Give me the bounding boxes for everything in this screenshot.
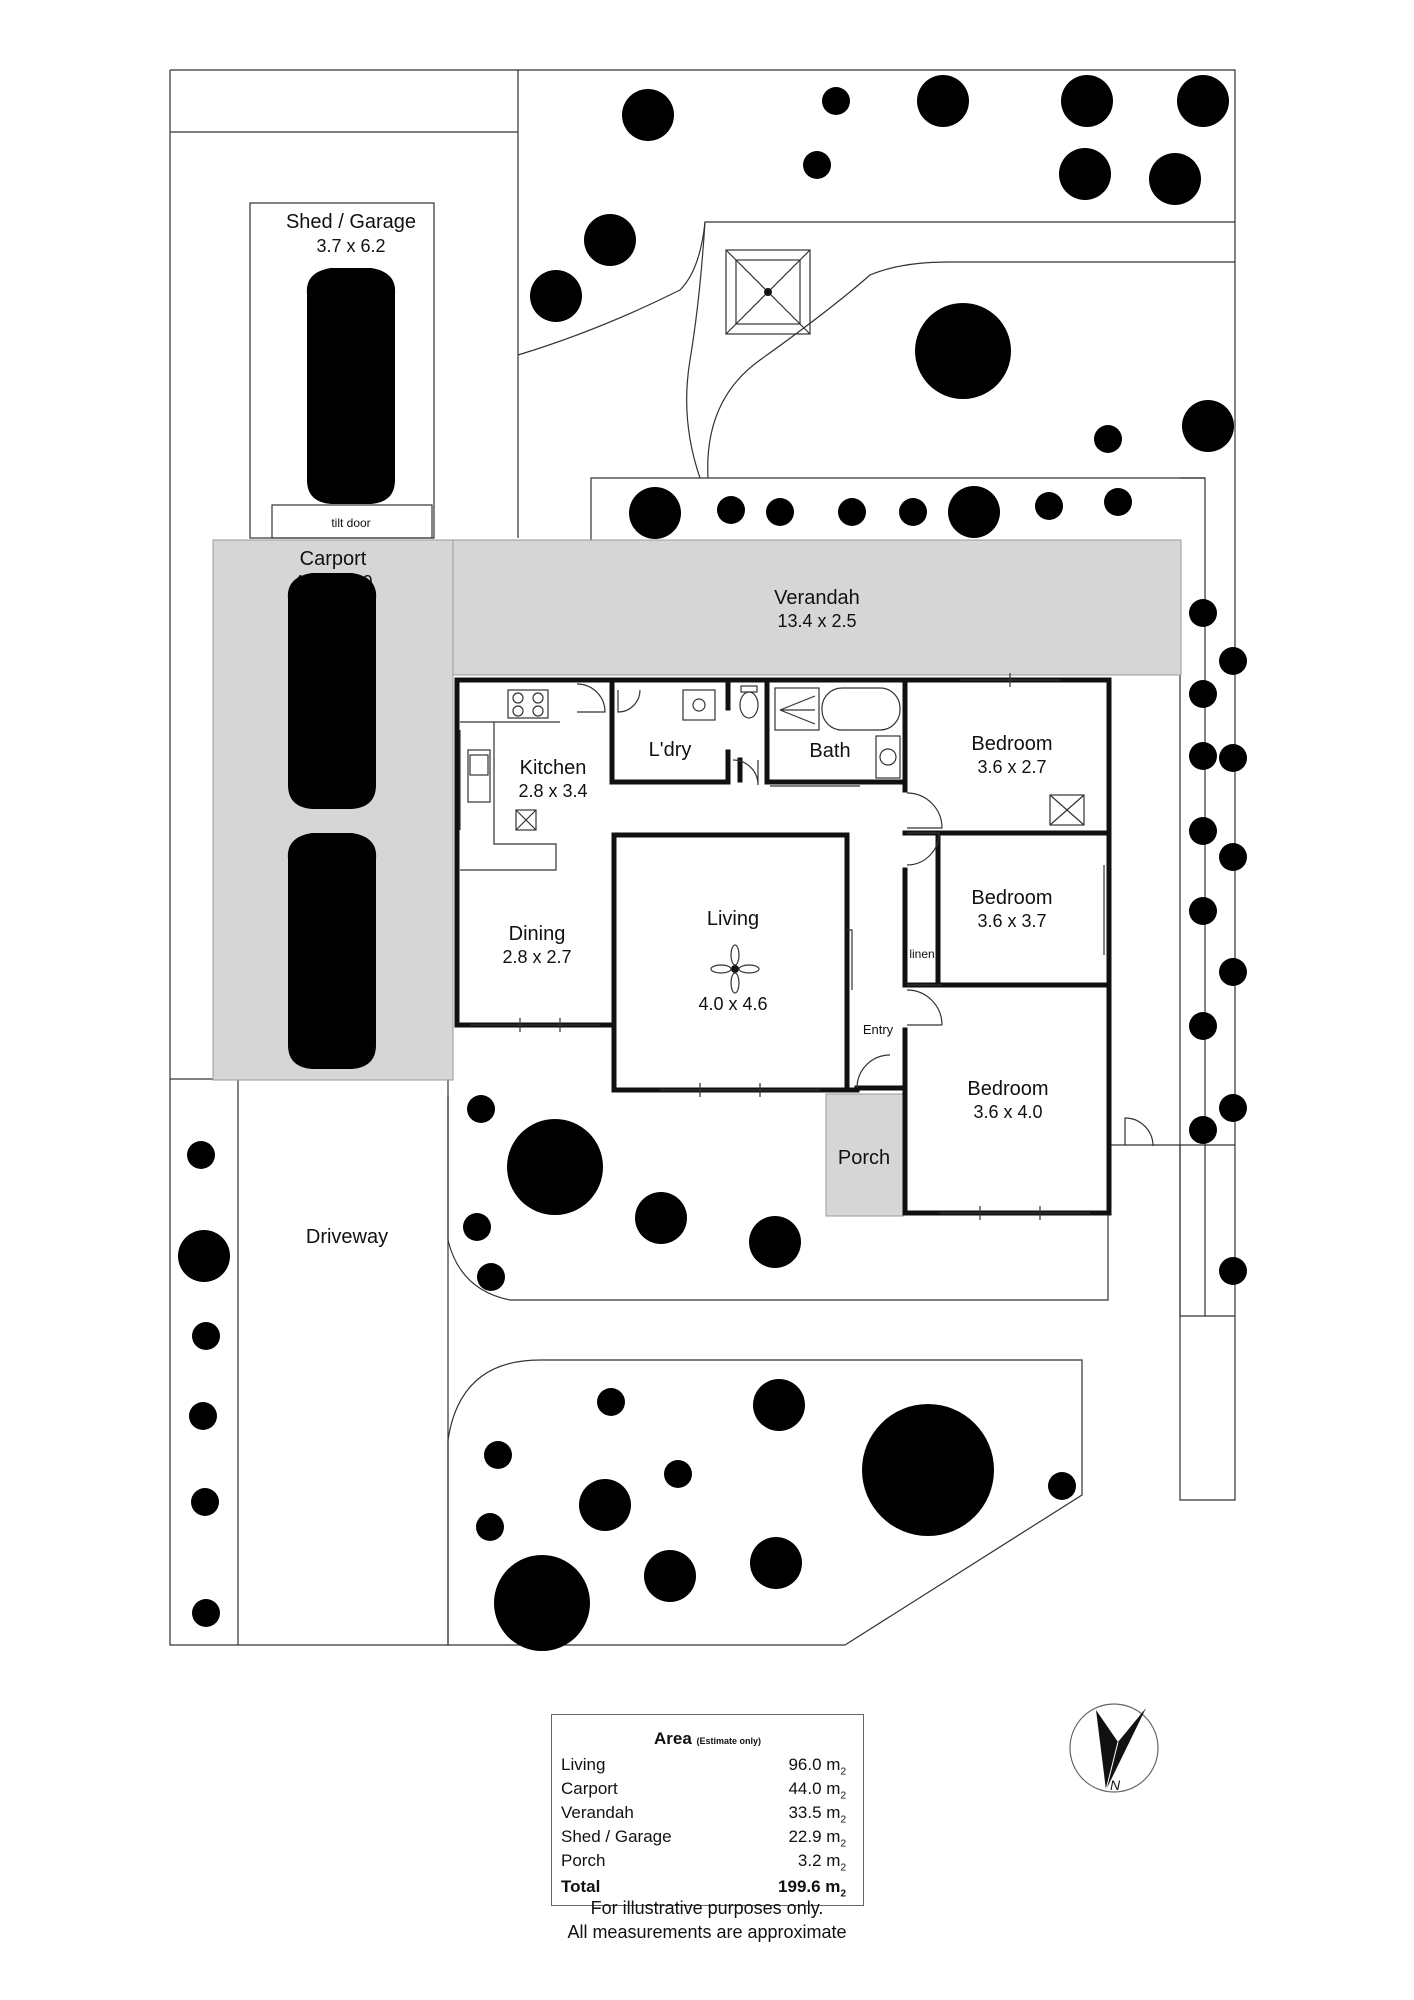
- legend-row-value: 22.9 m2: [788, 1827, 846, 1850]
- disclaimer: For illustrative purposes only. All meas…: [520, 1896, 894, 1944]
- shed-garage: Shed / Garage 3.7 x 6.2 tilt door: [249, 202, 435, 539]
- legend-row-value: 44.0 m2: [788, 1779, 846, 1802]
- porch-area: [825, 1093, 904, 1217]
- bedroom-1-name: Bedroom: [971, 733, 1052, 755]
- legend-row: Verandah 33.5 m2: [561, 1803, 846, 1827]
- legend-title: Area (Estimate only): [552, 1729, 863, 1749]
- verandah-name: Verandah: [774, 587, 860, 609]
- car-icon: [301, 268, 401, 504]
- door-swings: [847, 792, 1154, 1147]
- living-name: Living: [707, 908, 759, 930]
- legend-total-row: Total 199.6 m2: [561, 1877, 846, 1901]
- legend-row-name: Verandah: [561, 1803, 634, 1822]
- north-arrow-icon: N: [1069, 1703, 1159, 1793]
- legend-row: Shed / Garage 22.9 m2: [561, 1827, 846, 1851]
- legend-row-value: 96.0 m2: [788, 1755, 846, 1778]
- windows: [470, 673, 1090, 1220]
- bedroom-3-size: 3.6 x 4.0: [973, 1102, 1042, 1122]
- disclaimer-line-1: For illustrative purposes only.: [590, 1898, 824, 1918]
- shed-name: Shed / Garage: [286, 211, 416, 233]
- legend-row-name: Shed / Garage: [561, 1827, 672, 1846]
- legend-row: Living 96.0 m2: [561, 1755, 846, 1779]
- carport-name: Carport: [300, 548, 367, 570]
- legend-row-value: 3.2 m2: [797, 1851, 846, 1874]
- area-legend: Area (Estimate only) Living 96.0 m2 Carp…: [551, 1714, 864, 1906]
- legend-subtitle: (Estimate only): [696, 1736, 762, 1746]
- kitchen-name: Kitchen: [520, 757, 587, 779]
- legend-row-value: 33.5 m2: [788, 1803, 846, 1826]
- porch-name: Porch: [838, 1147, 890, 1169]
- legend-row: Carport 44.0 m2: [561, 1779, 846, 1803]
- bedroom-2-name: Bedroom: [971, 887, 1052, 909]
- bath-name: Bath: [809, 740, 850, 762]
- legend-row-name: Living: [561, 1755, 606, 1774]
- kitchen-benches: [459, 683, 606, 871]
- kitchen-size: 2.8 x 3.4: [518, 781, 587, 801]
- car-icon: [282, 833, 382, 1069]
- shed-size: 3.7 x 6.2: [316, 236, 385, 256]
- wet-area-fixtures: [617, 685, 1085, 826]
- verandah-size: 13.4 x 2.5: [777, 611, 856, 631]
- bedroom-1-size: 3.6 x 2.7: [977, 757, 1046, 777]
- legend-row-name: Carport: [561, 1779, 618, 1798]
- legend-total-value: 199.6 m2: [778, 1877, 846, 1900]
- linen-name: linen: [909, 947, 934, 961]
- bedroom-3-name: Bedroom: [967, 1078, 1048, 1100]
- bedroom-2-size: 3.6 x 3.7: [977, 911, 1046, 931]
- carport: Carport 4.4 x 10.0: [212, 539, 454, 1081]
- verandah: Verandah 13.4 x 2.5: [452, 539, 1182, 676]
- gazebo: [725, 249, 811, 335]
- dining-size: 2.8 x 2.7: [502, 947, 571, 967]
- entry-name: Entry: [863, 1022, 894, 1037]
- car-icon: [282, 573, 382, 809]
- living-size: 4.0 x 4.6: [698, 994, 767, 1014]
- disclaimer-line-2: All measurements are approximate: [567, 1922, 847, 1942]
- laundry-name: L'dry: [649, 739, 692, 761]
- dining-name: Dining: [509, 923, 566, 945]
- legend-total-name: Total: [561, 1877, 601, 1896]
- legend-row: Porch 3.2 m2: [561, 1851, 846, 1875]
- tilt-door-label: tilt door: [331, 516, 370, 530]
- legend-title-text: Area: [653, 1729, 692, 1748]
- compass-label: N: [1110, 1777, 1121, 1793]
- driveway-name: Driveway: [306, 1226, 388, 1248]
- legend-row-name: Porch: [561, 1851, 606, 1870]
- ceiling-fan-icon: [710, 944, 760, 994]
